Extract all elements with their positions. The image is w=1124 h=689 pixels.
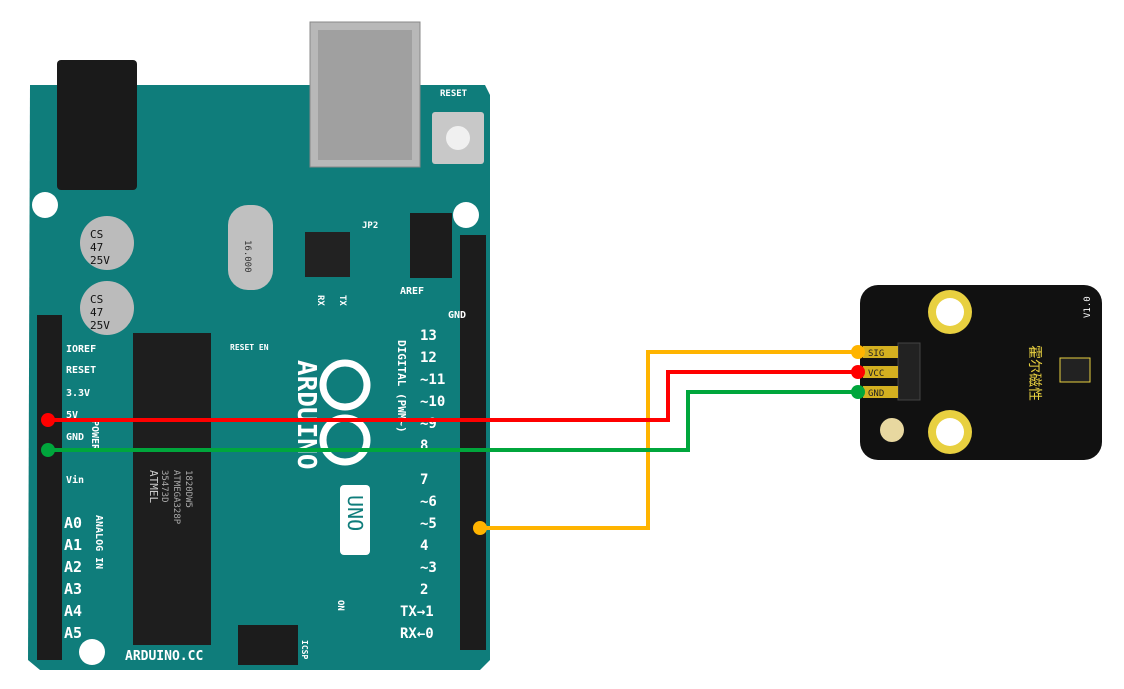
wire-endpoint-gnd-sensor (851, 385, 865, 399)
digital-pin-label: ~6 (420, 494, 437, 510)
digital-pin-label: 7 (420, 472, 428, 488)
digital-pin-label: 12 (420, 350, 437, 366)
on-led-label: ON (335, 600, 345, 611)
jp2-label: JP2 (362, 221, 378, 231)
power-header (37, 315, 62, 660)
ground-wire (48, 390, 858, 452)
hall-sensor-ic (1059, 357, 1091, 383)
atmega-chip (133, 333, 211, 645)
digital-pin-label: 2 (420, 582, 428, 598)
analog-pin-label: A4 (64, 602, 82, 620)
capacitor-text: 25V (90, 319, 110, 332)
analog-pin-label: A1 (64, 536, 82, 554)
digital-pin-label: ~10 (420, 394, 445, 410)
digital-pin-label: ~3 (420, 560, 437, 576)
power-pin-label: 5V (66, 410, 78, 421)
digital-header (460, 235, 486, 650)
analog-pin-label: A3 (64, 580, 82, 598)
analog-header-label: ANALOG IN (93, 515, 104, 569)
analog-pin-label: A0 (64, 514, 82, 532)
capacitor-text: 25V (90, 254, 110, 267)
digital-pin-label: 8 (420, 438, 428, 454)
rx-led-label: RX (315, 295, 325, 306)
signal-wire (480, 350, 858, 530)
digital-pin-label: ~11 (420, 372, 445, 388)
digital-pin-label: RX←0 (400, 626, 434, 642)
tx-led-label: TX (337, 295, 347, 306)
chip-brand: ATMEL (147, 470, 160, 503)
digital-pin-label: 13 (420, 328, 437, 344)
analog-pin-label: A2 (64, 558, 82, 576)
pin-header (897, 342, 921, 401)
power-pin-label: 3.3V (66, 388, 90, 399)
sensor-pin-gnd-label: GND (868, 389, 884, 399)
chip-line: 1820DW5 (183, 470, 193, 508)
power-pin-label: RESET (66, 365, 96, 376)
sensor-title: 霍尔磁性 (1026, 345, 1042, 401)
power-jack (57, 60, 137, 190)
chip-line: 35473D (159, 470, 169, 503)
sensor-pin-sig-label: SIG (868, 349, 884, 359)
wire-endpoint-sig (851, 345, 865, 359)
website-label: ARDUINO.CC (125, 649, 203, 664)
arduino-logo (319, 359, 371, 411)
uno-label: UNO (343, 495, 367, 531)
wire-endpoint-d5 (473, 521, 487, 535)
digital-pin-label: 4 (420, 538, 428, 554)
digital-pin-label: TX→1 (400, 604, 434, 620)
capacitor-text: 47 (90, 241, 103, 254)
sensor-pin-vcc-label: VCC (868, 369, 884, 379)
wire-endpoint-5v (41, 413, 55, 427)
power-pin-label: Vin (66, 474, 84, 486)
power-wire (48, 370, 858, 422)
power-pin-label: GND (66, 432, 84, 443)
power-pin-label: IOREF (66, 344, 96, 355)
power-header-label: POWER (89, 420, 100, 451)
icsp-header-bottom (238, 625, 298, 665)
capacitor-text: CS (90, 228, 103, 241)
wire-endpoint-vcc (851, 365, 865, 379)
arduino-logo-text: ARDUINO (291, 360, 321, 470)
wire-endpoint-gnd-board (41, 443, 55, 457)
capacitor (80, 281, 134, 335)
digital-header-label: DIGITAL (PWM~) (395, 340, 408, 433)
capacitor (80, 216, 134, 270)
reset-en-label: RESET EN (230, 343, 269, 352)
digital-pin-label: AREF (400, 286, 424, 297)
capacitor-text: 47 (90, 306, 103, 319)
logo-mark (880, 418, 904, 442)
digital-pin-label: ~5 (420, 516, 437, 532)
reset-label: RESET (440, 89, 468, 99)
crystal (228, 205, 273, 290)
sensor-version: V1.0 (1083, 296, 1093, 318)
icsp-label: ICSP (300, 640, 309, 659)
hall-sensor-module: SIG VCC GND 霍尔磁性 V1.0 (860, 285, 1102, 460)
digital-pin-label: GND (448, 310, 466, 321)
chip-line: ATMEGA328P (171, 470, 181, 525)
crystal-label: 16.000 (242, 240, 252, 273)
analog-pin-label: A5 (64, 624, 82, 642)
icsp-header (410, 213, 452, 278)
usb-chip (305, 232, 350, 277)
arduino-uno-board: RESET CS 47 25V CS 47 25V 16.000 JP2 ICS… (28, 21, 490, 670)
wires (41, 345, 865, 535)
capacitor-text: CS (90, 293, 103, 306)
